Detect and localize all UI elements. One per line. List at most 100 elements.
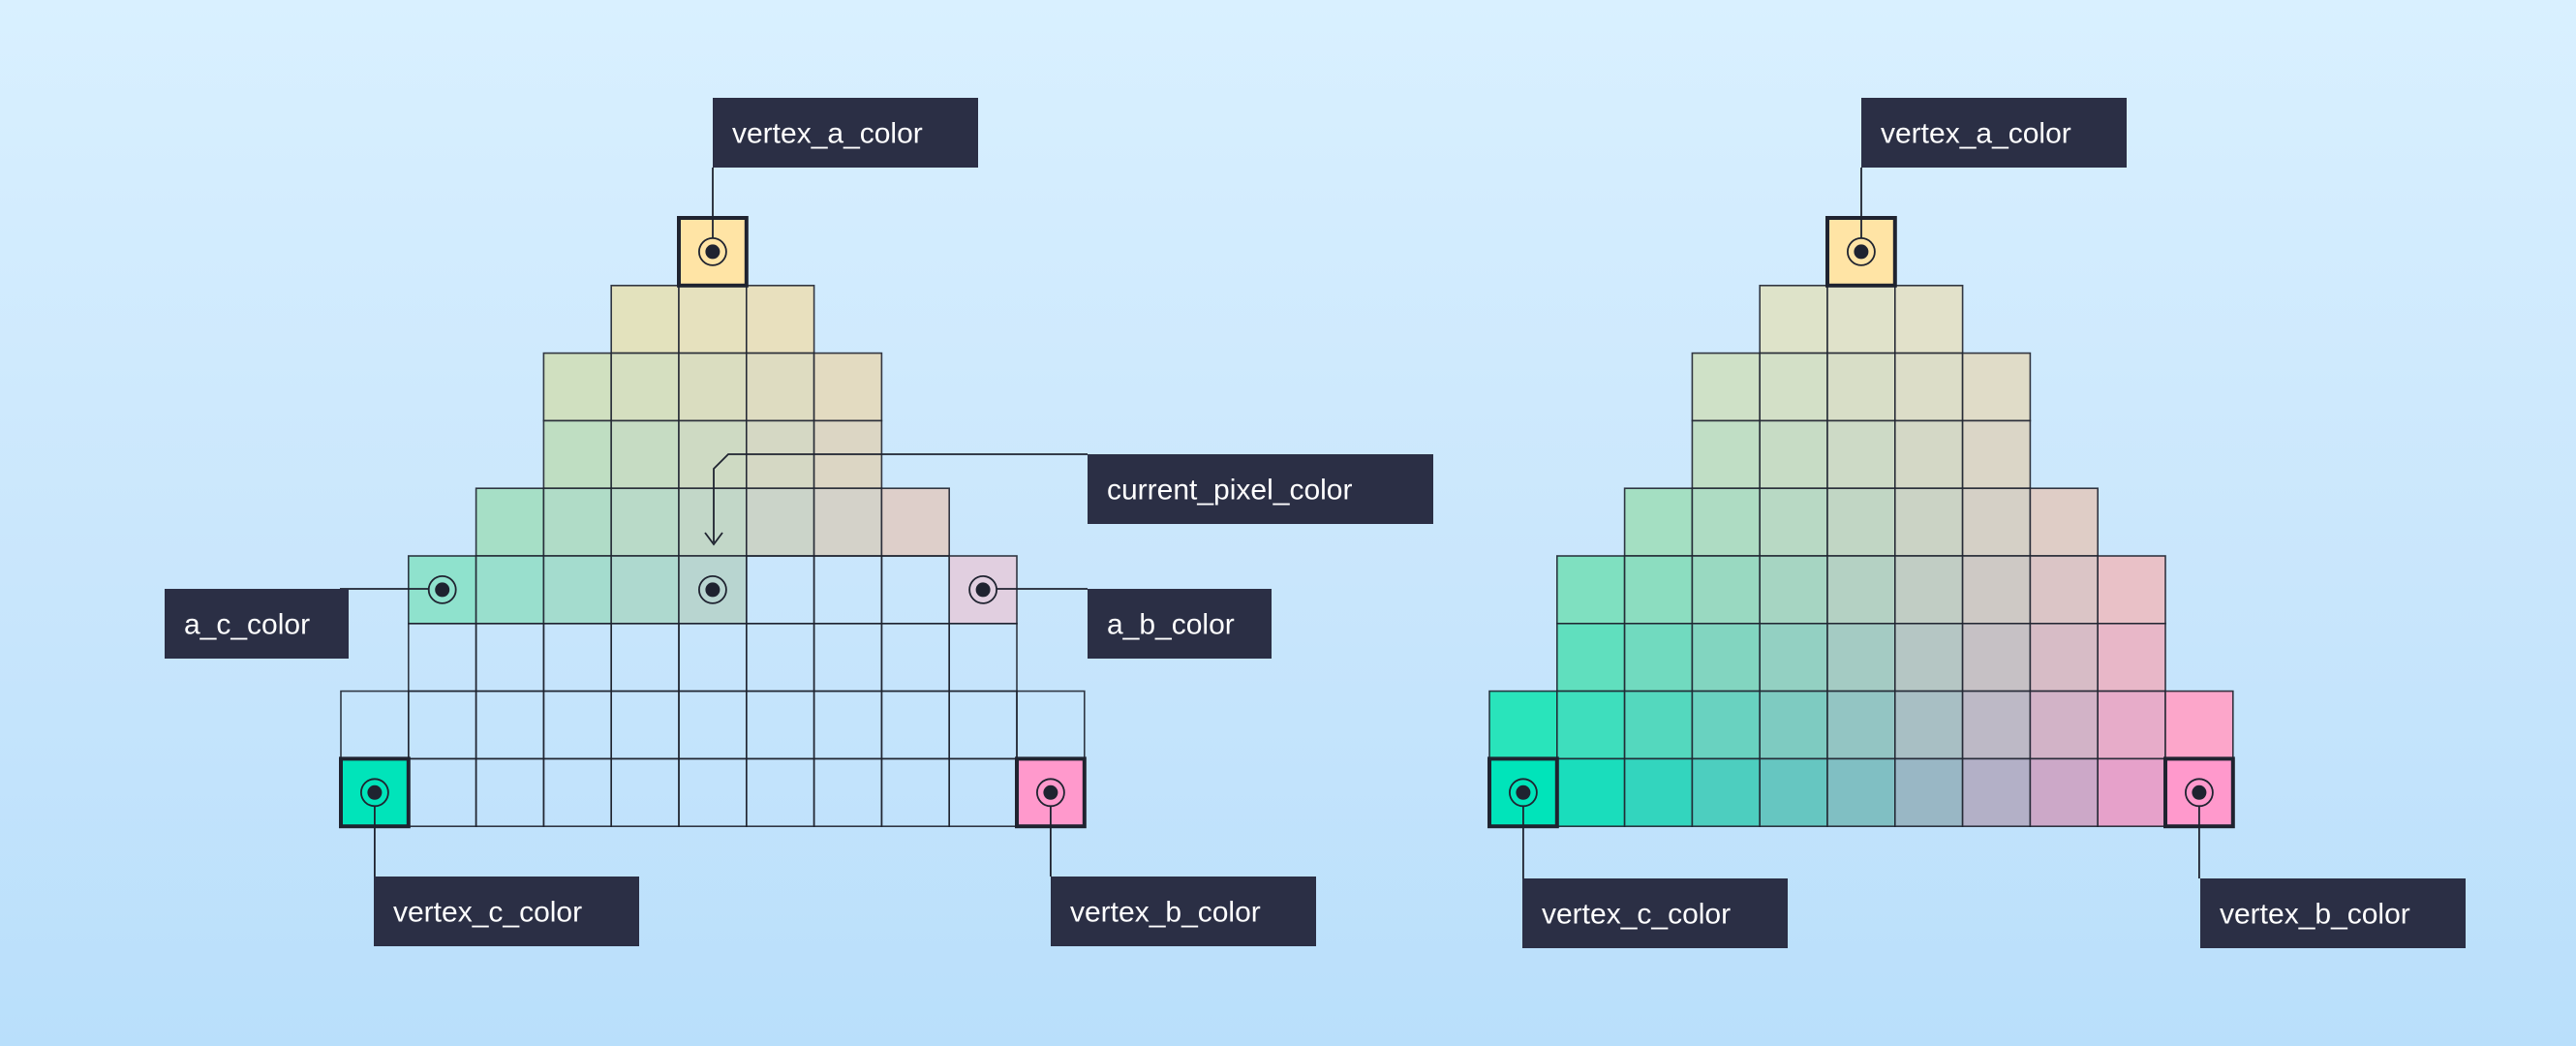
pixel-cell [2097, 622, 2166, 692]
pixel-cell [880, 555, 951, 625]
pixel-cell [1826, 419, 1896, 489]
pixel-cell [745, 622, 815, 692]
pixel-cell [1691, 352, 1762, 422]
pixel-cell [678, 487, 748, 557]
marker-dot [1516, 784, 1531, 800]
pixel-cell [1961, 555, 2032, 625]
vertex-a-label: vertex_a_color [1861, 98, 2127, 168]
svg-text:a_c_color: a_c_color [184, 609, 310, 641]
pixel-cell [813, 757, 883, 828]
pixel-cell [1961, 622, 2032, 692]
svg-text:vertex_c_color: vertex_c_color [393, 897, 582, 929]
pixel-cell [1759, 757, 1828, 828]
left-leader-lines [340, 168, 1088, 877]
pixel-cell [542, 487, 613, 557]
pixel-cell [1759, 352, 1828, 422]
pixel-cell [880, 690, 951, 760]
pixel-cell [1623, 622, 1694, 692]
pixel-cell [1556, 555, 1626, 625]
pixel-cell [1826, 352, 1896, 422]
pixel-cell [2029, 622, 2099, 692]
pixel-cell [1691, 487, 1762, 557]
pixel-cell [813, 555, 883, 625]
pixel-cell [542, 622, 613, 692]
left-pixel-grid [339, 216, 1087, 829]
pixel-cell [678, 757, 748, 828]
marker-dot [705, 244, 721, 260]
right-labels: vertex_a_color vertex_b_color vertex_c_c… [1522, 98, 2466, 948]
pixel-cell [1691, 757, 1762, 828]
pixel-cell [1894, 284, 1964, 354]
pixel-cell [610, 352, 680, 422]
marker-dot [1043, 784, 1058, 800]
pixel-cell [1556, 622, 1626, 692]
pixel-cell [407, 690, 477, 760]
vertex-c-label: vertex_c_color [374, 877, 639, 946]
pixel-cell [1691, 690, 1762, 760]
marker-ring [698, 575, 727, 604]
pixel-cell [1556, 757, 1626, 828]
marker-dot [435, 582, 450, 598]
pixel-cell [2097, 757, 2166, 828]
vertex-c-label: vertex_c_color [1522, 878, 1788, 948]
pixel-cell [542, 555, 613, 625]
marker-dot [975, 582, 991, 598]
pixel-cell [1759, 555, 1828, 625]
pixel-cell [880, 622, 951, 692]
svg-text:vertex_a_color: vertex_a_color [732, 118, 923, 150]
pixel-cell [475, 555, 545, 625]
marker-dot [2192, 784, 2207, 800]
pixel-cell [1826, 690, 1896, 760]
pixel-cell [745, 555, 815, 625]
left-markers [359, 236, 1065, 808]
pixel-cell [745, 284, 815, 354]
pixel-cell [610, 284, 680, 354]
pixel-cell [1623, 555, 1694, 625]
svg-text:vertex_b_color: vertex_b_color [2220, 899, 2410, 931]
pixel-cell [542, 690, 613, 760]
pixel-cell [1691, 555, 1762, 625]
pixel-cell [880, 757, 951, 828]
pixel-cell [2097, 555, 2166, 625]
pixel-cell [1961, 487, 2032, 557]
pixel-cell [948, 690, 1018, 760]
right-pixel-grid [1487, 216, 2235, 829]
pixel-cell [1623, 690, 1694, 760]
pixel-cell [1894, 555, 1964, 625]
right-filled-triangle-diagram: vertex_a_color vertex_b_color vertex_c_c… [1487, 98, 2466, 948]
pixel-cell [1826, 757, 1896, 828]
pixel-cell [1488, 690, 1558, 760]
pixel-cell [542, 352, 613, 422]
marker-ring [968, 575, 997, 604]
pixel-cell [1894, 487, 1964, 557]
vertex-a-label: vertex_a_color [713, 98, 978, 168]
pixel-cell [1961, 757, 2032, 828]
vertex-b-label: vertex_b_color [2200, 878, 2466, 948]
svg-text:vertex_a_color: vertex_a_color [1881, 118, 2071, 150]
pixel-cell [610, 690, 680, 760]
pixel-cell [1623, 487, 1694, 557]
pixel-cell [407, 622, 477, 692]
pixel-cell [1961, 352, 2032, 422]
svg-text:a_b_color: a_b_color [1107, 609, 1235, 641]
pixel-cell [948, 622, 1018, 692]
current-pixel-leader [713, 453, 1088, 542]
pixel-cell [1556, 690, 1626, 760]
marker-dot [1854, 244, 1869, 260]
pixel-cell [678, 284, 748, 354]
right-leader-lines [1522, 168, 2200, 878]
marker-dot [705, 582, 721, 598]
pixel-cell [542, 757, 613, 828]
pixel-cell [475, 757, 545, 828]
pixel-cell [610, 757, 680, 828]
pixel-cell [813, 690, 883, 760]
right-markers [1509, 236, 2214, 808]
pixel-cell [2029, 555, 2099, 625]
pixel-cell [1894, 757, 1964, 828]
a-b-color-label: a_b_color [1088, 589, 1272, 659]
pixel-cell [610, 487, 680, 557]
pixel-cell [1894, 419, 1964, 489]
left-scanline-diagram: vertex_a_color vertex_b_color vertex_c_c… [165, 98, 1433, 946]
pixel-cell [813, 352, 883, 422]
pixel-cell [542, 419, 613, 489]
